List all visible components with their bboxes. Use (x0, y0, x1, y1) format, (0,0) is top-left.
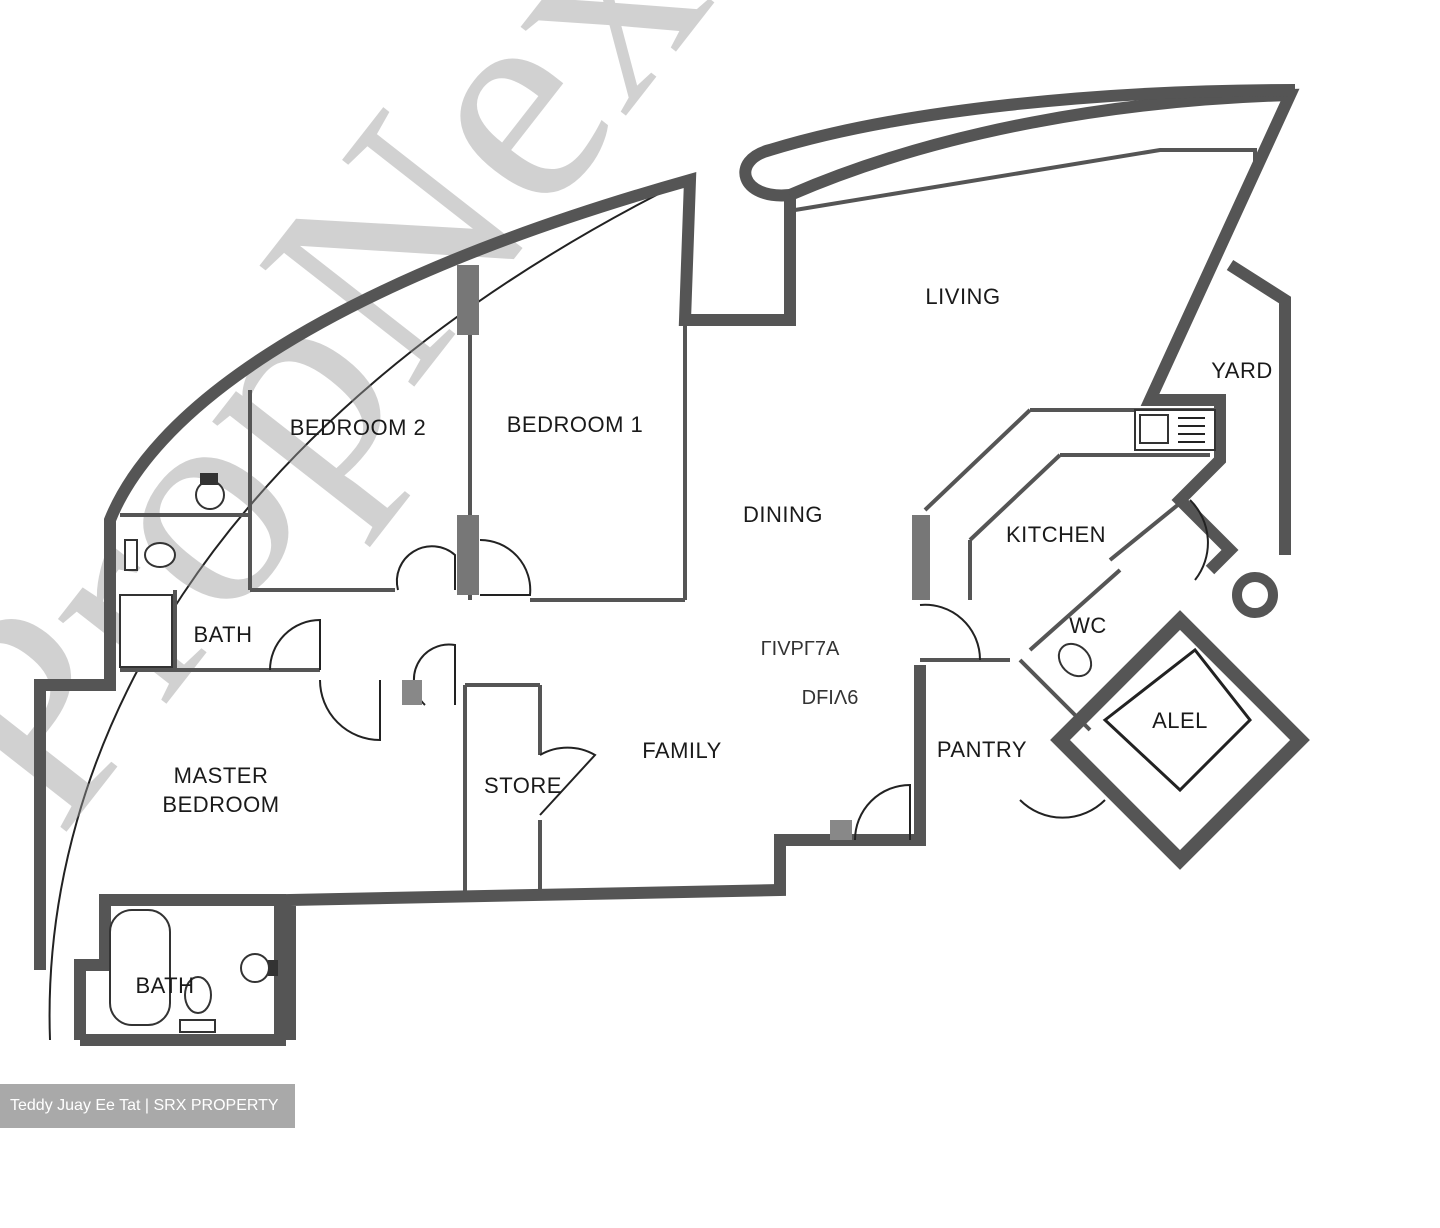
label-kitchen: KITCHEN (1006, 522, 1106, 547)
curved-balcony-wall (739, 84, 1296, 202)
bathtub-lower-icon (109, 909, 171, 1026)
label-bedroom-1: BEDROOM 1 (507, 412, 644, 437)
label-bath-lower: BATH (135, 973, 194, 998)
label-family: FAMILY (642, 738, 722, 763)
ahu-block (1050, 572, 1310, 870)
outer-arc (48, 177, 691, 1041)
curved-balcony-inner (794, 148, 1257, 212)
door-swings (269, 499, 1209, 841)
label-bedroom-2: BEDROOM 2 (290, 415, 427, 440)
label-master-2: BEDROOM (162, 792, 279, 817)
unit-type-line2: DFΙΛ6 (802, 687, 859, 709)
room-labels: LIVING YARD BEDROOM 2 BEDROOM 1 DINING K… (135, 284, 1272, 998)
label-dining: DINING (743, 502, 823, 527)
wc-toilet-icon (1057, 642, 1093, 678)
east-yard-wall (1226, 259, 1291, 555)
label-living: LIVING (925, 284, 1000, 309)
south-main-wall (284, 665, 926, 1040)
bathtub-icon (119, 594, 173, 668)
label-pantry: PANTRY (937, 737, 1027, 762)
south-wall (74, 894, 286, 1046)
label-yard: YARD (1211, 358, 1273, 383)
label-store: STORE (484, 773, 562, 798)
basin-icon (195, 480, 225, 510)
unit-type-line1: ΓΙVΡΓ7Α (761, 638, 840, 660)
label-wc: WC (1069, 613, 1107, 638)
interior-walls (120, 265, 1215, 895)
label-master-1: MASTER (174, 763, 269, 788)
credit-badge: Teddy Juay Ee Tat | SRX PROPERTY (0, 1084, 295, 1128)
fixtures (109, 409, 1216, 1033)
toilet-icon (144, 542, 176, 568)
toilet-lower-icon (184, 976, 212, 1014)
credit-text: Teddy Juay Ee Tat | SRX PROPERTY (10, 1097, 279, 1114)
basin-lower-icon (240, 953, 270, 983)
label-ahu: ALEL (1152, 708, 1208, 733)
label-bath-upper: BATH (193, 622, 252, 647)
